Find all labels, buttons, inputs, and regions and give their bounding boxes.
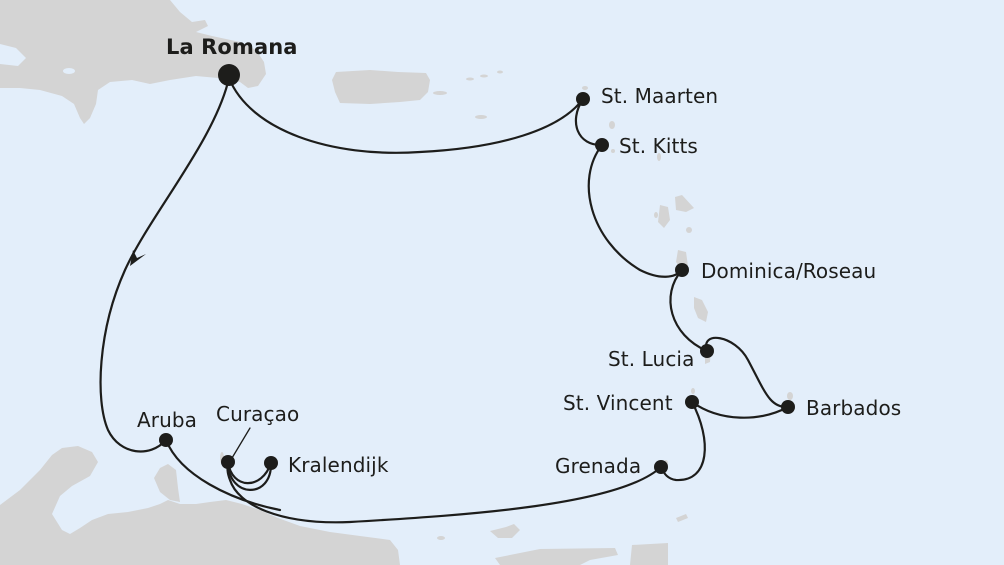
land-masses bbox=[0, 0, 793, 565]
route-leg-kralendijk-curacao bbox=[226, 460, 273, 491]
landmass-guadeloupe bbox=[658, 205, 670, 228]
port-label-barbados: Barbados bbox=[806, 396, 902, 420]
port-marker-curacao bbox=[221, 455, 235, 469]
direction-arrow-icon bbox=[130, 250, 146, 266]
port-label-st-maarten: St. Maarten bbox=[601, 84, 719, 108]
curacao-label-leader bbox=[231, 427, 251, 459]
port-label-kralendijk: Kralendijk bbox=[288, 453, 389, 477]
port-label-aruba: Aruba bbox=[137, 408, 198, 432]
port-label-curacao: Curaçao bbox=[216, 402, 300, 426]
route-leg-barbados-st-vincent bbox=[690, 400, 790, 419]
route-leg-dominica-st-lucia bbox=[669, 268, 709, 353]
port-label-st-vincent: St. Vincent bbox=[563, 391, 673, 415]
port-marker-dominica bbox=[675, 263, 689, 277]
route-leg-aruba-la-romana bbox=[99, 76, 231, 453]
landmass-martinique bbox=[694, 297, 708, 322]
port-marker-st-lucia bbox=[700, 344, 714, 358]
landmass-hispaniola bbox=[0, 0, 266, 124]
port-marker-st-vincent bbox=[685, 395, 699, 409]
landmass-trinidad bbox=[630, 543, 668, 565]
port-marker-aruba bbox=[159, 433, 173, 447]
port-marker-la-romana bbox=[218, 64, 240, 86]
route-leg-st-kitts-dominica bbox=[587, 143, 684, 278]
port-label-la-romana: La Romana bbox=[166, 35, 298, 59]
port-label-dominica: Dominica/Roseau bbox=[701, 259, 877, 283]
landmass-puerto-rico bbox=[332, 70, 430, 104]
port-marker-kralendijk bbox=[264, 456, 278, 470]
route-leg-la-romana-st-maarten bbox=[227, 76, 585, 154]
port-marker-grenada bbox=[654, 460, 668, 474]
route-leg-aruba-south-arc bbox=[164, 438, 282, 512]
port-markers bbox=[159, 64, 795, 474]
port-marker-st-kitts bbox=[595, 138, 609, 152]
cruise-route bbox=[99, 76, 790, 524]
landmass-tobago bbox=[676, 514, 688, 522]
route-leg-st-vincent-grenada bbox=[659, 400, 706, 482]
port-marker-st-maarten bbox=[576, 92, 590, 106]
port-label-st-lucia: St. Lucia bbox=[608, 347, 695, 371]
landmass-south-america bbox=[0, 446, 400, 565]
port-marker-barbados bbox=[781, 400, 795, 414]
route-leg-st-lucia-barbados bbox=[705, 336, 790, 409]
route-leg-st-maarten-st-kitts bbox=[574, 97, 604, 147]
route-leg-curacao-kralendijk bbox=[226, 460, 273, 485]
port-label-grenada: Grenada bbox=[555, 454, 642, 478]
port-label-st-kitts: St. Kitts bbox=[619, 134, 698, 158]
route-leg-grenada-curacao bbox=[226, 460, 663, 524]
